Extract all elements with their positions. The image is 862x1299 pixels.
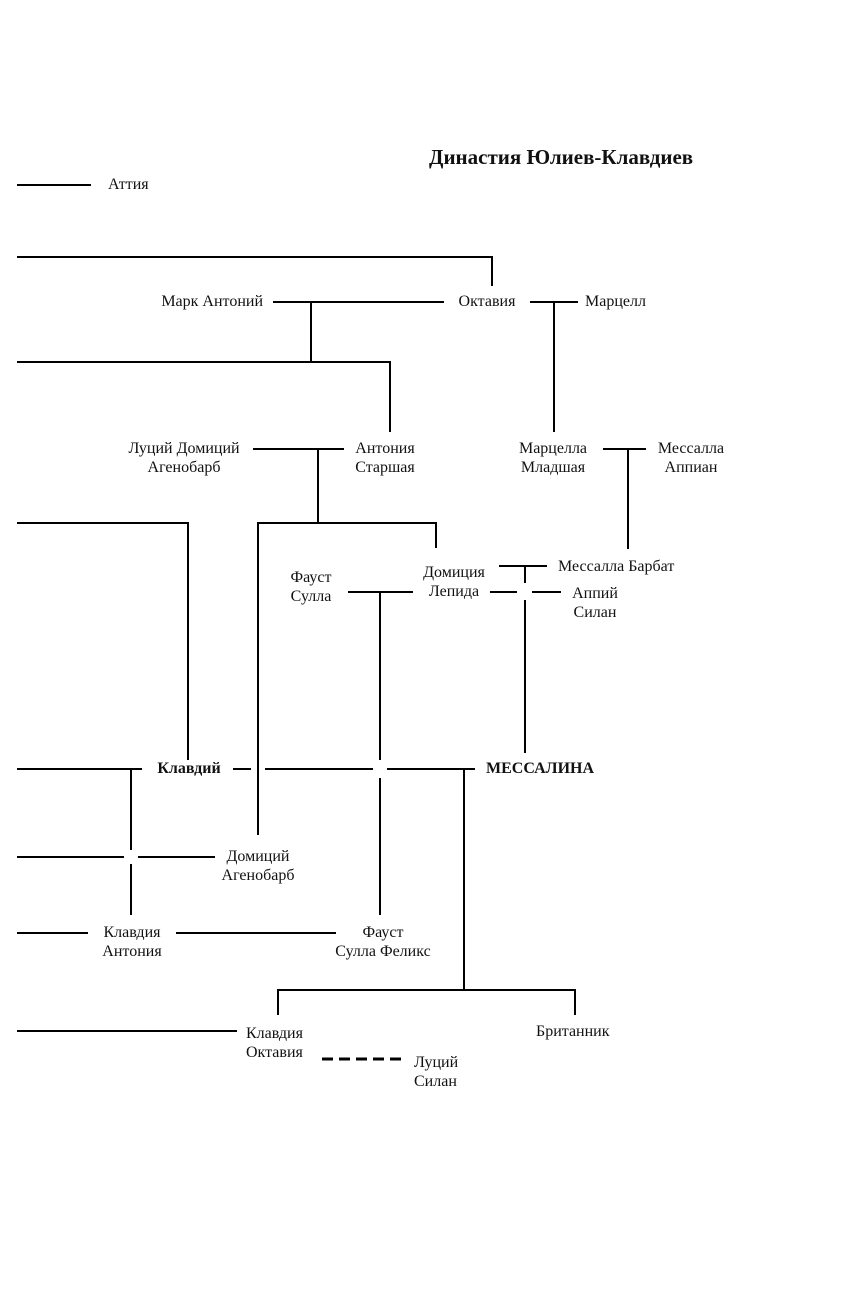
person-domitia-lepida: Домиция Лепида — [423, 563, 485, 601]
name-line: Октавия — [246, 1044, 303, 1061]
name-line: Клавдия — [246, 1025, 303, 1042]
person-lucius-domitius-ahenobarbus: Луций Домиций Агенобарб — [128, 439, 239, 477]
person-mark-antony: Марк Антоний — [161, 293, 263, 310]
name-line: Домиций — [226, 848, 290, 865]
name-line: Фауст — [362, 924, 404, 941]
name-line: Аппиан — [664, 459, 718, 476]
page-title: Династия Юлиев-Клавдиев — [429, 145, 694, 169]
name-line: Луций — [414, 1054, 459, 1071]
person-marcellus: Марцелл — [585, 293, 646, 310]
name-line: Младшая — [520, 459, 586, 476]
name-line: Сулла — [290, 588, 332, 605]
name-line: Лепида — [428, 583, 480, 600]
name-line: Фауст — [290, 569, 332, 586]
name-line: Луций Домиций — [128, 440, 240, 457]
name-line: Антония — [355, 440, 415, 457]
person-messalla-barbatus: Мессалла Барбат — [558, 558, 675, 575]
octavia-parent-line — [17, 256, 493, 286]
children-bracket-line — [257, 522, 437, 835]
person-claudius: Клавдий — [157, 760, 221, 777]
person-appius-silanus: Аппий Силан — [572, 584, 618, 622]
name-line: Агенобарб — [221, 867, 295, 884]
person-claudia-antonia: Клавдия Антония — [102, 923, 161, 961]
person-faust-sulla: Фауст Сулла — [290, 568, 331, 606]
name-line: Домиция — [423, 564, 485, 581]
person-lucius-silanus: Луций Силан — [414, 1053, 458, 1091]
person-britannicus: Британник — [536, 1023, 610, 1040]
name-line: Сулла Феликс — [335, 943, 431, 960]
name-line: Аппий — [572, 585, 618, 602]
name-line: Силан — [414, 1073, 457, 1090]
name-line: Старшая — [355, 459, 415, 476]
name-line: Агенобарб — [147, 459, 221, 476]
name-line: Мессалла — [657, 440, 725, 457]
person-faust-sulla-felix: Фауст Сулла Феликс — [335, 923, 430, 961]
person-antonia-major: Антония Старшая — [355, 439, 415, 477]
person-marcella-minor: Марцелла Младшая — [519, 439, 587, 477]
name-line: Клавдия — [103, 924, 161, 941]
person-octavia: Октавия — [458, 293, 516, 310]
name-line: Антония — [102, 943, 162, 960]
antonia-parent-line — [17, 361, 391, 432]
messalina-children-bracket — [277, 989, 576, 1015]
name-line: Силан — [573, 604, 617, 621]
person-messalina: МЕССАЛИНА — [486, 760, 595, 777]
person-attia: Аттия — [108, 176, 149, 193]
person-domitius-ahenobarbus: Домиций Агенобарб — [222, 847, 295, 885]
name-line: Марцелла — [518, 440, 588, 457]
claudius-parent-line — [17, 522, 189, 760]
person-claudia-octavia: Клавдия Октавия — [246, 1024, 303, 1062]
person-messalla-appian: Мессалла Аппиан — [658, 439, 724, 477]
